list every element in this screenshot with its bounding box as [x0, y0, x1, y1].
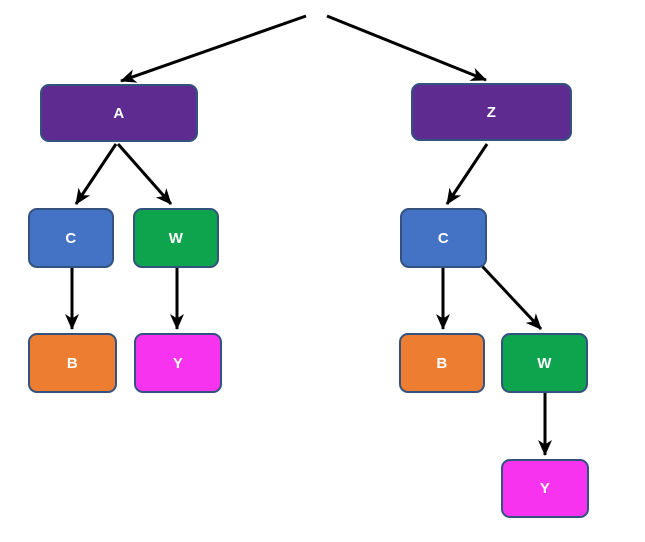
node-z: Z — [411, 83, 572, 141]
node-y-left-label: Y — [172, 354, 184, 372]
edge-c2-to-w2 — [480, 264, 543, 331]
node-w-left-label: W — [168, 229, 184, 247]
node-b-right-label: B — [436, 354, 448, 372]
node-c-right: C — [400, 208, 487, 268]
node-c-left: C — [28, 208, 114, 268]
node-c-left-label: C — [65, 229, 77, 247]
node-w-right: W — [501, 333, 588, 393]
edge-root-to-a — [120, 14, 307, 83]
node-b-right: B — [399, 333, 485, 393]
node-a-label: A — [113, 104, 125, 122]
node-w-right-label: W — [537, 354, 552, 372]
node-b-left: B — [28, 333, 117, 393]
node-a: A — [40, 84, 198, 142]
node-b-left-label: B — [66, 354, 79, 372]
node-y-left: Y — [134, 333, 222, 393]
edge-z-to-c2 — [445, 143, 489, 205]
node-w-left: W — [133, 208, 219, 268]
edge-root-to-z — [326, 14, 487, 82]
edge-a-to-w1 — [116, 143, 173, 205]
node-c-right-label: C — [437, 229, 450, 247]
edge-a-to-c1 — [74, 143, 118, 205]
node-y-right-label: Y — [539, 480, 551, 497]
node-z-label: Z — [486, 103, 497, 121]
node-y-right: Y — [501, 459, 589, 518]
